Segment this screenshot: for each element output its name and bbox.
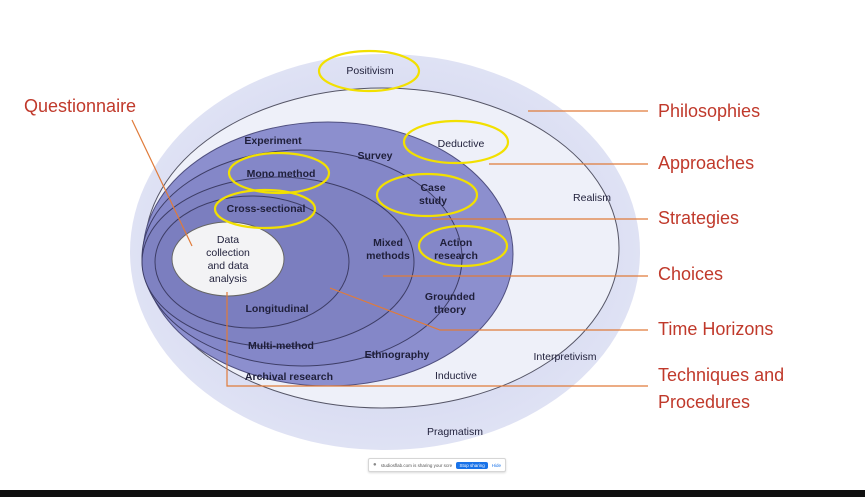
label-experiment: Experiment [244,135,302,147]
label-core-4: analysis [209,273,247,285]
highlight-marks [213,49,510,268]
highlight-case-study [375,172,479,218]
annotation-time-horizons: Time Horizons [658,319,774,339]
label-cross-sectional: Cross-sectional [227,203,306,215]
connector-techniques [226,292,648,387]
highlight-cross-sectional [213,188,317,230]
label-realism: Realism [573,192,611,204]
highlight-deductive [402,119,510,165]
highlight-mono-method [227,151,331,195]
stop-sharing-button[interactable]: Stop sharing [456,461,488,469]
label-multi-method: Multi-method [248,340,314,352]
label-core-1: Data [217,234,239,246]
annotation-strategies: Strategies [658,208,740,228]
annotation-questionnaire: Questionnaire [24,96,137,116]
label-action-research-1: Action [440,237,473,249]
label-case-study-1: Case [420,182,445,194]
connector-questionnaire [131,119,193,247]
label-grounded-theory-2: theory [434,304,466,316]
highlight-positivism [317,49,421,93]
label-pragmatism: Pragmatism [427,426,483,438]
label-longitudinal: Longitudinal [246,303,309,315]
label-mixed-methods-2: methods [366,250,410,262]
label-case-study-2: study [419,195,447,207]
label-archival-research: Archival research [245,371,333,383]
annotation-approaches: Approaches [658,153,755,173]
connector-lines [131,110,648,387]
label-action-research-2: research [434,250,478,262]
label-positivism: Positivism [346,65,394,77]
label-core-2: collection [206,247,250,259]
label-mixed-methods-1: Mixed [373,237,403,249]
connector-time-horizons [329,287,648,331]
label-inductive: Inductive [435,370,477,382]
label-core-3: and data [208,260,249,272]
label-ethnography: Ethnography [365,349,430,361]
screen-share-bar: ● studiosflab.com is sharing your screen… [368,458,506,472]
annotation-philosophies: Philosophies [658,101,761,121]
share-indicator-icon: ● [373,462,377,468]
bottom-edge-bar [0,490,865,497]
annotation-choices: Choices [658,264,724,284]
label-deductive: Deductive [438,138,485,150]
annotation-techniques-line-2: Procedures [658,392,751,412]
highlight-action-research [417,224,509,268]
share-message: studiosflab.com is sharing your screen. [380,462,453,468]
hide-button[interactable]: Hide [491,462,501,468]
label-mono-method: Mono method [247,168,316,180]
label-interpretivism: Interpretivism [533,351,596,363]
label-survey: Survey [357,150,392,162]
label-grounded-theory-1: Grounded [425,291,475,303]
annotation-techniques-line-1: Techniques and [658,365,785,385]
